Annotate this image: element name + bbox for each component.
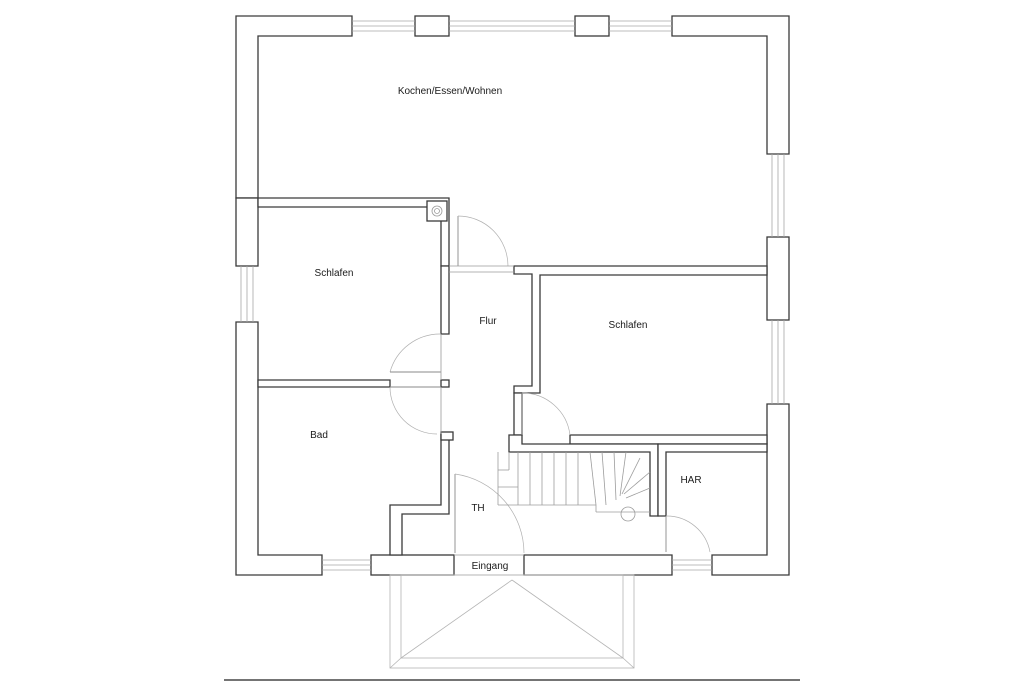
wall-stair-top	[508, 434, 659, 517]
wall-left-mid	[235, 197, 259, 267]
wall-flur-left	[440, 265, 450, 335]
wall-top-pier-2	[574, 15, 610, 37]
wall-top-right	[671, 15, 790, 155]
interior-walls	[257, 197, 768, 556]
wall-right-bottom	[711, 403, 790, 576]
wall-living-bottom-left	[257, 197, 450, 267]
wall-bad-top-stub	[440, 379, 450, 388]
wall-top-left	[235, 15, 353, 199]
wall-bottom-1	[370, 554, 455, 576]
room-labels: Kochen/Essen/Wohnen Schlafen Flur Schlaf…	[310, 86, 701, 572]
wall-th-left-post	[440, 431, 454, 441]
label-har: HAR	[680, 475, 701, 486]
windows	[240, 20, 785, 571]
wall-bad-right	[389, 433, 450, 556]
label-schlafen-right: Schlafen	[609, 320, 648, 331]
label-bad: Bad	[310, 430, 328, 441]
entrance-canopy	[389, 574, 635, 669]
wall-har	[657, 443, 768, 517]
label-th: TH	[471, 503, 484, 514]
wall-schlafen-bad	[257, 379, 391, 388]
outer-walls	[235, 15, 790, 576]
doors	[389, 215, 711, 576]
wall-flur-right-lower	[513, 392, 523, 436]
wall-right-mid	[766, 236, 790, 321]
wall-bottom-2	[523, 554, 673, 576]
chimney	[426, 200, 448, 222]
wall-left-bottom	[235, 321, 323, 576]
stairs	[497, 451, 651, 522]
label-kochen-essen-wohnen: Kochen/Essen/Wohnen	[398, 86, 502, 97]
wall-schlafen-right-bottom	[569, 434, 768, 445]
label-eingang: Eingang	[472, 561, 509, 572]
label-schlafen-left: Schlafen	[315, 268, 354, 279]
label-flur: Flur	[479, 316, 497, 327]
wall-top-pier-1	[414, 15, 450, 37]
